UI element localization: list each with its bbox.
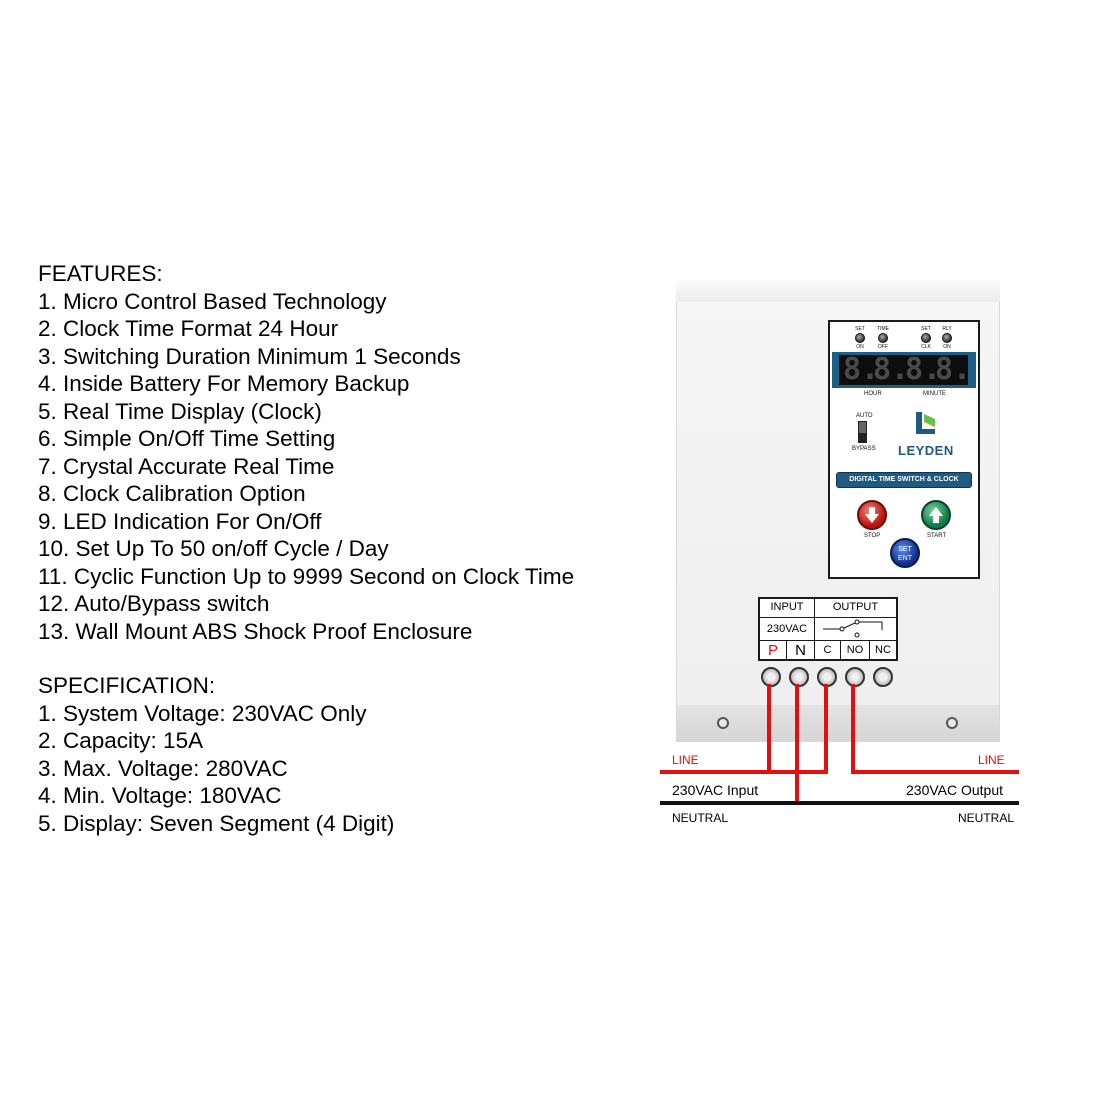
display-screen <box>839 355 968 385</box>
terminal-screw-nc <box>873 667 893 687</box>
terminal-screw-no <box>845 667 865 687</box>
feature-item: 5. Real Time Display (Clock) <box>38 398 322 424</box>
line-label-left: LINE <box>672 753 699 767</box>
line-label-right: LINE <box>978 753 1005 767</box>
relay-contact-icon <box>823 619 883 638</box>
down-arrow-icon <box>865 507 879 523</box>
up-arrow-icon <box>929 507 943 523</box>
feature-item: 1. Micro Control Based Technology <box>38 288 387 314</box>
p-wire <box>767 684 771 772</box>
specification-section: SPECIFICATION: 1. System Voltage: 230VAC… <box>38 672 394 837</box>
led-label-bottom: ON <box>856 344 864 350</box>
led-label-top: SET <box>855 326 865 332</box>
spec-item: 4. Min. Voltage: 180VAC <box>38 783 282 808</box>
auto-bypass-switch[interactable] <box>858 421 867 443</box>
divider <box>814 599 815 659</box>
terminal-screw-n <box>789 667 809 687</box>
n-wire <box>795 684 799 802</box>
input-label: 230VAC Input <box>672 782 759 798</box>
feature-item: 8. Clock Calibration Option <box>38 481 306 506</box>
led-indicator-icon <box>855 333 865 343</box>
divider <box>869 640 870 659</box>
led-label-bottom: OFF <box>878 344 888 350</box>
minute-label: MINUTE <box>923 391 946 397</box>
led-label-top: TIME <box>877 326 889 332</box>
feature-item: 7. Crystal Accurate Real Time <box>38 453 335 479</box>
line-wire-output <box>851 770 1019 774</box>
feature-item: 3. Switching Duration Minimum 1 Seconds <box>38 343 461 369</box>
enclosure-top-edge <box>676 280 1000 302</box>
right-screw-icon <box>946 717 958 729</box>
specification-heading: SPECIFICATION: <box>38 673 216 698</box>
led-indicator-icon <box>942 333 952 343</box>
start-button[interactable] <box>921 500 951 530</box>
feature-item: 12. Auto/Bypass switch <box>38 591 270 616</box>
feature-item: 10. Set Up To 50 on/off Cycle / Day <box>38 536 389 561</box>
input-header: INPUT <box>770 601 804 613</box>
display-digit: 8. <box>905 352 942 387</box>
display-digit: 8. <box>843 352 880 387</box>
neutral-label-right: NEUTRAL <box>958 811 1015 825</box>
led-indicator-icon <box>921 333 931 343</box>
spec-item: 1. System Voltage: 230VAC Only <box>38 700 367 726</box>
features-section: FEATURES: 1. Micro Control Based Technol… <box>38 260 574 645</box>
feature-item: 9. LED Indication For On/Off <box>38 508 322 534</box>
feature-item: 4. Inside Battery For Memory Backup <box>38 371 410 396</box>
line-wire-input <box>660 770 828 774</box>
product-title: DIGITAL TIME SWITCH & CLOCK <box>836 472 972 488</box>
features-heading: FEATURES: <box>38 261 163 286</box>
led-label-top: RLY <box>942 326 952 332</box>
c-wire <box>824 684 828 772</box>
output-header: OUTPUT <box>832 601 879 613</box>
output-label: 230VAC Output <box>906 782 1004 798</box>
terminal-label-n: N <box>795 642 806 659</box>
terminal-label-no: NO <box>846 644 864 656</box>
terminal-label-c: C <box>823 644 832 656</box>
divider <box>840 640 841 659</box>
switch-knob-icon <box>859 433 866 442</box>
bypass-label: BYPASS <box>852 446 876 452</box>
display-digit: 8. <box>935 352 972 387</box>
led-label-top: SET <box>921 326 931 332</box>
brand-name: LEYDEN <box>898 443 954 458</box>
divider <box>760 617 896 618</box>
spec-item: 3. Max. Voltage: 280VAC <box>38 755 288 781</box>
neutral-wire <box>660 801 1019 805</box>
feature-item: 13. Wall Mount ABS Shock Proof Enclosure <box>38 618 473 644</box>
spec-item: 2. Capacity: 15A <box>38 728 204 753</box>
left-screw-icon <box>717 717 729 729</box>
led-label-bottom: CLK <box>921 344 931 350</box>
feature-item: 2. Clock Time Format 24 Hour <box>38 316 339 341</box>
voltage-label: 230VAC <box>766 623 808 635</box>
led-indicator-icon <box>878 333 888 343</box>
terminal-screw-p <box>761 667 781 687</box>
auto-label: AUTO <box>856 413 873 419</box>
feature-item: 11. Cyclic Function Up to 9999 Second on… <box>38 563 575 589</box>
start-label: START <box>927 533 947 539</box>
divider <box>786 640 787 659</box>
display-digit: 8. <box>873 352 910 387</box>
neutral-label-left: NEUTRAL <box>672 811 729 825</box>
set-ent-button[interactable]: SET ENT <box>890 538 920 568</box>
spec-item: 5. Display: Seven Segment (4 Digit) <box>38 810 395 836</box>
no-wire <box>851 684 855 774</box>
terminal-label-nc: NC <box>875 644 891 656</box>
divider <box>760 640 896 641</box>
led-label-bottom: ON <box>943 344 951 350</box>
enclosure-bottom-strip <box>677 705 999 741</box>
terminal-label-p: P <box>767 642 778 659</box>
set-label: SET <box>898 546 912 553</box>
stop-button[interactable] <box>857 500 887 530</box>
stop-label: STOP <box>864 533 881 539</box>
leyden-logo-icon <box>916 412 935 434</box>
hour-label: HOUR <box>864 391 882 397</box>
feature-item: 6. Simple On/Off Time Setting <box>38 426 336 451</box>
ent-label: ENT <box>898 555 912 562</box>
